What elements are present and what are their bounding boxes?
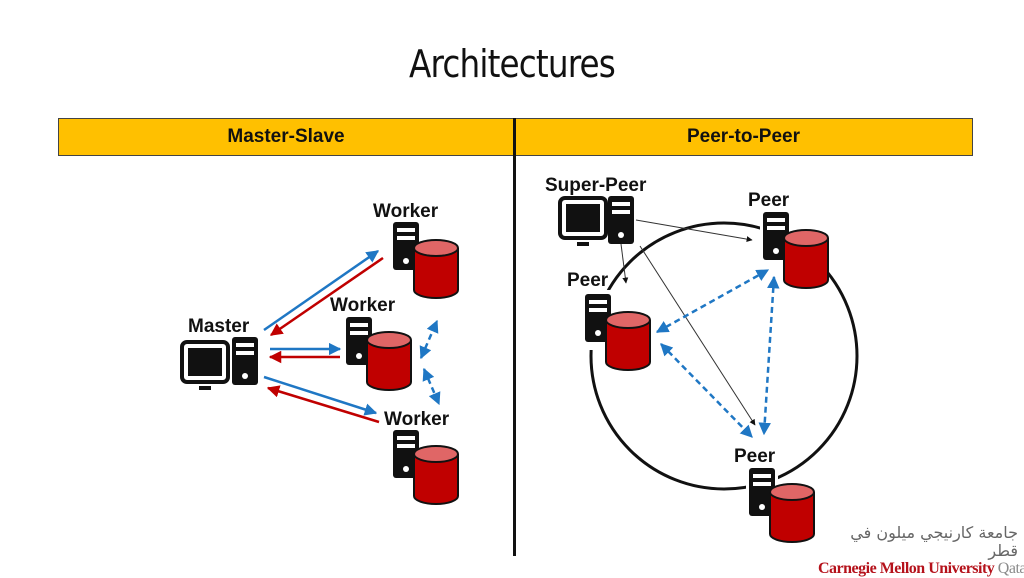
database-icon bbox=[769, 483, 815, 543]
super-peer-link-bottom bbox=[639, 245, 756, 426]
column-divider bbox=[513, 118, 516, 556]
header-master-slave: Master-Slave bbox=[58, 118, 514, 156]
worker-node-1 bbox=[393, 222, 459, 299]
cmu-qatar-logo: جامعة كارنيجي ميلون في قطر Carnegie Mell… bbox=[818, 523, 1024, 578]
logo-english-main: Carnegie Mellon University bbox=[818, 560, 995, 577]
slide-title: Architectures bbox=[409, 42, 616, 86]
server-tower-icon bbox=[608, 196, 634, 244]
peer-link-top-bottom bbox=[758, 275, 780, 436]
logo-english-text: Carnegie Mellon University Qatar bbox=[818, 560, 1024, 578]
master-label: Master bbox=[188, 316, 250, 337]
worker-node-3 bbox=[393, 430, 459, 505]
peer-label-top-right: Peer bbox=[748, 190, 790, 211]
peer-node-top-right bbox=[760, 208, 829, 289]
peer-link-left-top bbox=[655, 268, 770, 334]
peer-node-bottom bbox=[746, 466, 815, 543]
database-icon bbox=[783, 229, 829, 289]
super-peer-link-left bbox=[620, 243, 629, 284]
worker-label-3: Worker bbox=[384, 409, 450, 430]
peer-label-bottom: Peer bbox=[734, 446, 776, 467]
database-icon bbox=[413, 239, 459, 299]
response-arrow-worker-3 bbox=[266, 385, 380, 424]
logo-arabic-text: جامعة كارنيجي ميلون في قطر bbox=[850, 523, 1018, 560]
logo-english-suffix: Qatar bbox=[997, 560, 1024, 577]
response-arrow-worker-1 bbox=[269, 256, 384, 337]
peer-link-left-bottom bbox=[660, 343, 753, 438]
worker-node-2 bbox=[346, 317, 412, 391]
database-icon bbox=[605, 311, 651, 371]
request-arrow-worker-1 bbox=[263, 249, 380, 332]
monitor-icon bbox=[180, 340, 230, 392]
header-peer-to-peer: Peer-to-Peer bbox=[514, 118, 973, 156]
request-arrow-worker-3 bbox=[263, 375, 378, 416]
worker-label-2: Worker bbox=[330, 295, 396, 316]
super-peer-node bbox=[558, 196, 634, 248]
worker-sync-link-2-3 bbox=[422, 367, 441, 406]
worker-label-1: Worker bbox=[373, 201, 439, 222]
super-peer-label: Super-Peer bbox=[545, 175, 647, 196]
database-icon bbox=[366, 331, 412, 391]
database-icon bbox=[413, 445, 459, 505]
peer-node-left bbox=[582, 290, 651, 371]
peer-label-left: Peer bbox=[567, 270, 609, 291]
peer-ring bbox=[589, 221, 859, 491]
monitor-icon bbox=[558, 196, 608, 248]
worker-sync-link-1-2 bbox=[419, 319, 439, 360]
master-node bbox=[180, 337, 258, 392]
super-peer-link-top-right bbox=[635, 219, 753, 243]
server-tower-icon bbox=[232, 337, 258, 385]
